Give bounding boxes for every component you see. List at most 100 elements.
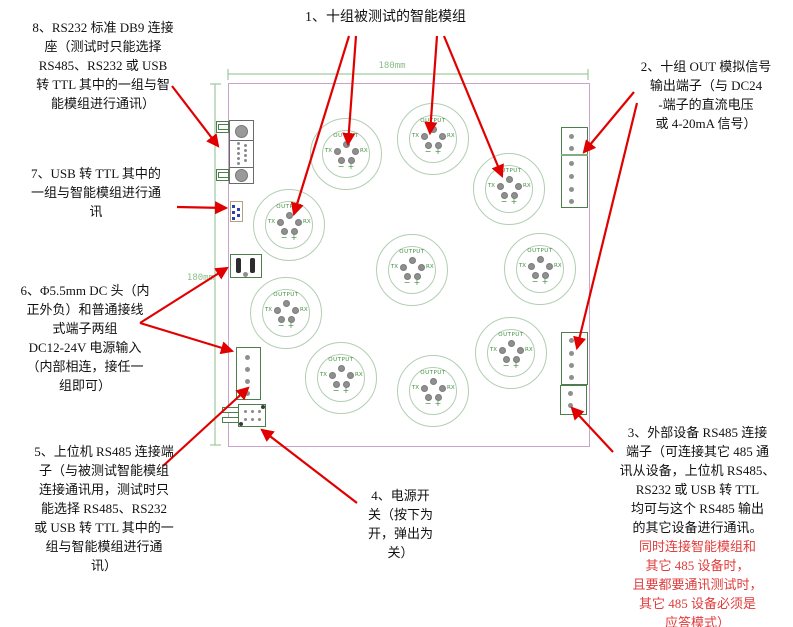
module-output-label: OUTPUT [527, 248, 553, 254]
module-pad [342, 380, 350, 388]
module-rx-label: RX [554, 263, 562, 269]
note-rs485-external: 3、外部设备 RS485 连接 端子（可连接其它 485 通 讯从设备，上位机 … [602, 404, 793, 627]
module-pad [403, 272, 411, 280]
module-tx-label: TX [411, 133, 419, 139]
switch-body [238, 404, 266, 427]
terminal-pad [569, 363, 574, 368]
switch-corner-pad [239, 422, 243, 426]
module-plus-label: + [510, 197, 518, 206]
module-pad [527, 262, 535, 270]
module-output-label: OUTPUT [399, 249, 425, 255]
module-tx-label: TX [390, 264, 398, 270]
module-pad [516, 346, 524, 354]
module-inner-ring [388, 246, 436, 294]
switch-pin [258, 418, 261, 421]
terminal-pad [569, 146, 574, 151]
module-pad [399, 263, 407, 271]
module-minus-label: − [531, 277, 539, 286]
db9-pin [237, 152, 240, 155]
note-db9: 8、RS232 标准 DB9 连接 座（测试时只能选择 RS485、RS232 … [32, 20, 174, 111]
module-inner-ring [409, 115, 457, 163]
module-pad [438, 384, 446, 392]
terminal-pad [569, 134, 574, 139]
module-pad [351, 147, 359, 155]
module-pad [512, 355, 520, 363]
module-plus-label: + [541, 277, 549, 286]
terminal-pad [569, 351, 574, 356]
terminal-pad [569, 375, 574, 380]
module-pad [496, 182, 504, 190]
top-dimension-label: 180mm [378, 61, 406, 71]
db9-pin [244, 149, 247, 152]
module-pad [337, 156, 345, 164]
module-plus-label: + [434, 399, 442, 408]
note-host-rs485: 5、上位机 RS485 连接端 子（与被测试智能模组 连接通讯用，测试时只 能选… [34, 444, 174, 573]
note-out-terminals: 2、十组 OUT 模拟信号 输出端子（与 DC24 -端子的直流电压 或 4-2… [640, 59, 772, 131]
terminal-pad [245, 379, 250, 384]
module-plus-label: + [347, 162, 355, 171]
module-plus-label: + [512, 361, 520, 370]
module-rx-label: RX [303, 219, 311, 225]
module-rx-label: RX [360, 148, 368, 154]
module-tx-label: TX [411, 385, 419, 391]
module-pad [438, 132, 446, 140]
module-pad [500, 191, 508, 199]
module-pad [507, 339, 515, 347]
module-minus-label: − [502, 361, 510, 370]
arrow-note4-switch [260, 428, 358, 504]
module-pad [294, 218, 302, 226]
terminal-pad [569, 338, 574, 343]
module-minus-label: − [500, 197, 508, 206]
module-plus-label: + [287, 321, 295, 330]
module-pad [333, 147, 341, 155]
module-plus-label: + [342, 386, 350, 395]
module-pad [424, 393, 432, 401]
module-rx-label: RX [525, 347, 533, 353]
module-inner-ring [322, 130, 370, 178]
db9-pin [237, 162, 240, 165]
module-pad [346, 371, 354, 379]
module-pad [276, 218, 284, 226]
left-dimension-label: 180mm [186, 273, 214, 283]
db9-pin [244, 159, 247, 162]
module-pad [420, 132, 428, 140]
terminal-pad [568, 391, 573, 396]
module-minus-label: − [403, 278, 411, 287]
module-pad [287, 315, 295, 323]
module-pad [510, 191, 518, 199]
db9-pin-field [229, 140, 254, 168]
module-pad [417, 263, 425, 271]
db9-pin [244, 154, 247, 157]
module-pad [514, 182, 522, 190]
terminal-pad [569, 161, 574, 166]
terminal-pad [568, 403, 573, 408]
module-pad [531, 271, 539, 279]
dc-jack-contact [236, 258, 241, 273]
module-pad [290, 227, 298, 235]
module-minus-label: − [424, 147, 432, 156]
module-rx-label: RX [523, 183, 531, 189]
module-inner-ring [516, 245, 564, 293]
module-minus-label: − [424, 399, 432, 408]
terminal-pad [569, 199, 574, 204]
module-pad [536, 255, 544, 263]
terminal-pad [245, 355, 250, 360]
usb-ttl-pin [237, 208, 240, 211]
dimension-lines [210, 69, 589, 446]
db9-pin [237, 147, 240, 150]
module-pad [282, 299, 290, 307]
db9-screw-bottom [235, 169, 248, 182]
module-pad [502, 355, 510, 363]
module-pad [413, 272, 421, 280]
terminal-pad [569, 174, 574, 179]
module-pad [277, 315, 285, 323]
module-output-label: OUTPUT [328, 357, 354, 363]
module-rx-label: RX [300, 307, 308, 313]
